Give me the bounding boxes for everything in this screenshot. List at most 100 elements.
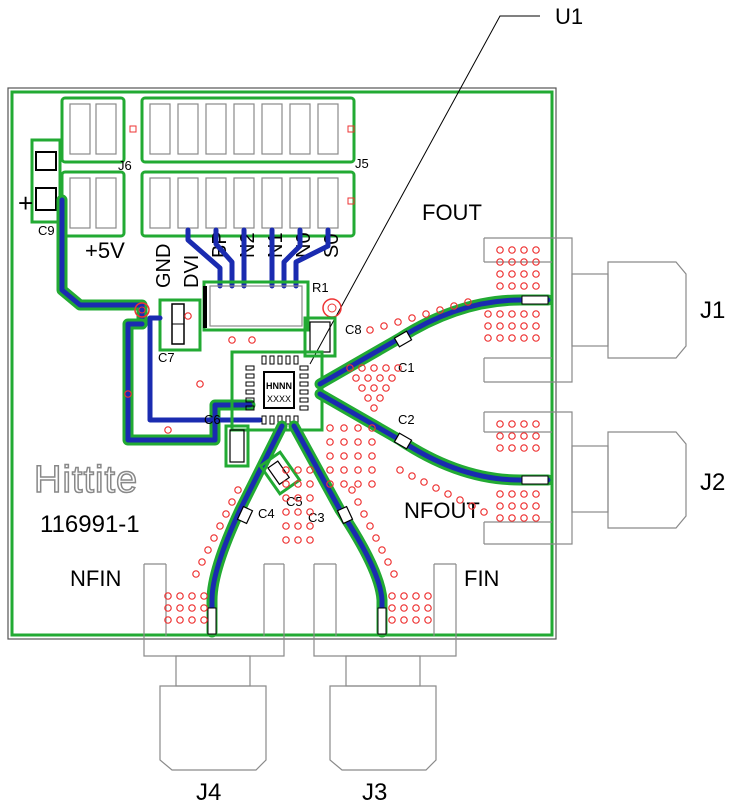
ground-via xyxy=(436,306,444,314)
ground-via xyxy=(358,384,366,392)
ground-via xyxy=(390,570,398,578)
ground-via xyxy=(326,424,334,432)
ground-via xyxy=(532,444,540,452)
j1-pin xyxy=(521,295,549,305)
ground-via xyxy=(496,334,504,342)
ground-via xyxy=(282,536,290,544)
ground-via xyxy=(382,384,390,392)
ground-via xyxy=(354,424,362,432)
ground-via xyxy=(520,502,528,510)
ground-via xyxy=(282,466,290,474)
ground-via xyxy=(532,270,540,278)
ground-via xyxy=(282,508,290,516)
j6-connector xyxy=(60,96,126,238)
ground-via xyxy=(520,334,528,342)
ground-via xyxy=(520,270,528,278)
u1-label: U1 xyxy=(555,4,583,29)
ground-via xyxy=(384,558,392,566)
ground-via xyxy=(496,444,504,452)
j6-label: J6 xyxy=(118,158,132,173)
ground-via xyxy=(520,258,528,266)
ground-via-field xyxy=(124,246,540,624)
ground-via xyxy=(358,364,366,372)
ground-via xyxy=(368,480,376,488)
pin-label-gnd: GND xyxy=(153,244,175,288)
ground-via xyxy=(496,310,504,318)
ground-via xyxy=(532,258,540,266)
ground-via xyxy=(508,490,516,498)
ground-via xyxy=(508,310,516,318)
c2-capacitor xyxy=(393,432,413,450)
ground-via xyxy=(508,270,516,278)
ground-via xyxy=(326,480,334,488)
ground-via xyxy=(248,336,256,344)
ground-via xyxy=(520,432,528,440)
ground-via xyxy=(400,604,408,612)
ground-via xyxy=(520,246,528,254)
ground-via xyxy=(354,438,362,446)
ground-via xyxy=(360,510,368,518)
c1-label: C1 xyxy=(398,360,415,375)
ground-via xyxy=(210,534,218,542)
c9-label: C9 xyxy=(38,223,55,238)
ground-via xyxy=(464,298,472,306)
ground-via xyxy=(124,390,132,398)
ground-via xyxy=(496,270,504,278)
ground-via xyxy=(164,604,172,612)
ground-via xyxy=(496,490,504,498)
ground-via xyxy=(366,326,374,334)
ground-via xyxy=(508,502,516,510)
ground-via xyxy=(306,494,314,502)
ground-via xyxy=(450,302,458,310)
j2-label: J2 xyxy=(700,469,725,496)
j4-pin xyxy=(207,607,217,635)
ground-via xyxy=(484,334,492,342)
ground-via xyxy=(306,522,314,530)
ground-via xyxy=(364,374,372,382)
ground-via xyxy=(234,486,242,494)
fout-trace xyxy=(317,297,551,387)
pad-marker xyxy=(129,125,137,133)
ground-via xyxy=(508,514,516,522)
ground-via xyxy=(532,490,540,498)
ground-via xyxy=(424,592,432,600)
part-number-label: 116991-1 xyxy=(40,511,140,538)
ground-via xyxy=(354,480,362,488)
ground-via xyxy=(532,502,540,510)
ground-via xyxy=(368,424,376,432)
ground-via xyxy=(368,466,376,474)
ground-via xyxy=(508,282,516,290)
chip-pads xyxy=(245,355,309,425)
j5-connector xyxy=(140,96,356,238)
ground-via xyxy=(396,466,404,474)
nfout-trace xyxy=(317,391,551,483)
nfout-label: NFOUT xyxy=(404,498,480,523)
ground-via xyxy=(228,498,236,506)
ground-via xyxy=(198,558,206,566)
fout-trace-outline xyxy=(314,294,554,390)
u1-chip xyxy=(263,371,295,409)
fout-label: FOUT xyxy=(422,200,482,225)
ground-via xyxy=(480,508,488,516)
ground-via xyxy=(368,452,376,460)
ground-via xyxy=(376,374,384,382)
ground-via xyxy=(378,546,386,554)
ground-via xyxy=(388,374,396,382)
hittite-logo: Hittite xyxy=(34,459,138,501)
ground-via xyxy=(340,424,348,432)
ground-via xyxy=(188,592,196,600)
bias-trace xyxy=(125,321,253,443)
plus-5v-label: +5V xyxy=(85,238,125,263)
ground-via xyxy=(382,364,390,372)
ground-via xyxy=(508,420,516,428)
ground-via xyxy=(388,604,396,612)
ground-via xyxy=(388,592,396,600)
ground-via xyxy=(340,438,348,446)
j1-label: J1 xyxy=(700,297,725,324)
ground-via xyxy=(204,546,212,554)
nfin-trace xyxy=(209,423,285,635)
board-edge xyxy=(7,87,557,640)
ground-via xyxy=(294,536,302,544)
ground-via xyxy=(422,310,430,318)
ground-via xyxy=(420,478,428,486)
